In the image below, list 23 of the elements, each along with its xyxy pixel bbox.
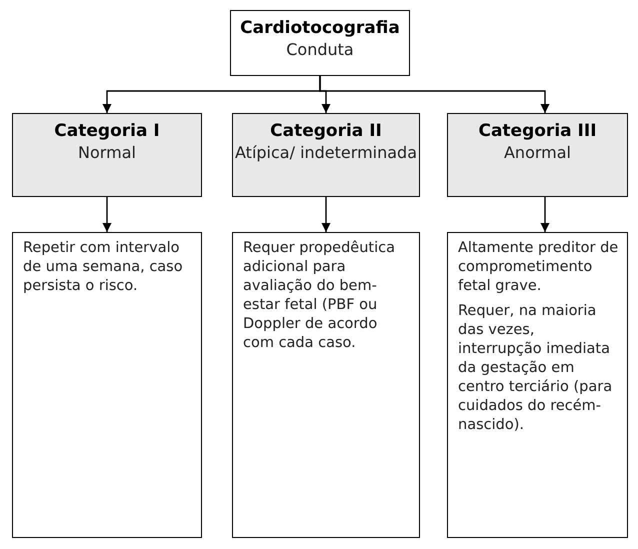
description-text: Repetir com intervalo de uma semana, caso persista o risco. [23, 239, 184, 296]
heading: Categoria II [269, 120, 383, 142]
arrow [540, 197, 550, 232]
heading: Categoria III [477, 120, 598, 142]
title-box [230, 10, 410, 76]
arrow [102, 197, 112, 232]
category-box [447, 113, 628, 197]
description-box [232, 232, 420, 538]
description-box [447, 232, 628, 538]
heading: Cardiotocografia [239, 17, 401, 39]
subheading: Anormal [502, 142, 572, 163]
description-text: Requer, na maioria das vezes, interrupção imediata da gestação em centro terciário (para cuidados do recém-nascido). [458, 302, 614, 435]
arrow [322, 197, 330, 232]
category-box [12, 113, 202, 197]
subheading: Atípica/ indeterminada [234, 142, 418, 163]
subheading: Conduta [285, 39, 355, 60]
description-text: Requer propedêutica adicional para avaliação do bem-estar fetal (PBF ou Doppler de acordo com cada caso. [243, 239, 396, 353]
subheading: Normal [77, 142, 137, 163]
category-box [232, 113, 420, 197]
heading: Categoria I [53, 120, 161, 142]
arrow [319, 76, 550, 113]
description-text: Altamente preditor de comprometimento fetal grave. [458, 239, 619, 296]
description-box [12, 232, 202, 538]
